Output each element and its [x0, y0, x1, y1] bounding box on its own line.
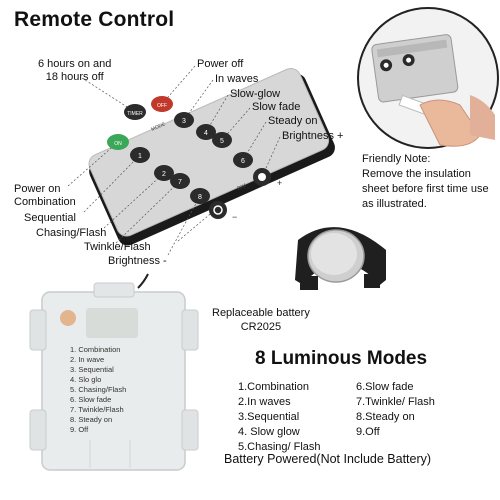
remote-control: TIMER OFF ON MODE DIM + − 1 2 3 4 5 6 7 … [67, 65, 335, 256]
printed-item: 7. Twinkle/Flash [70, 405, 124, 414]
button-3-label: 3 [182, 118, 186, 125]
button-6[interactable] [233, 152, 253, 168]
button-5-label: 5 [220, 138, 224, 145]
on-button-label: ON [114, 141, 122, 147]
timer-button[interactable] [124, 104, 146, 120]
minus-sign: − [232, 212, 237, 222]
button-1-label: 1 [138, 153, 142, 160]
friendly-note: Friendly Note: Remove the insulation she… [362, 153, 489, 210]
off-button-label: OFF [157, 103, 167, 109]
plus-sign: + [277, 178, 282, 188]
mode-item: 3.Sequential [238, 411, 300, 423]
modes-title: 8 Luminous Modes [255, 348, 428, 369]
mode-item: 8.Steady on [356, 411, 415, 423]
coin-battery [295, 227, 386, 290]
off-button[interactable] [151, 96, 173, 112]
button-8-label: 8 [198, 194, 202, 201]
button-1[interactable] [130, 147, 150, 163]
battery-powered-note: Battery Powered(Not Include Battery) [224, 452, 432, 466]
insulation-inset [357, 7, 499, 149]
brightness-minus-label: Brightness - [108, 255, 167, 267]
dim-label: DIM [236, 183, 247, 192]
battery-box-printed-list: 1. Combination 2. In wave 3. Sequential … [70, 345, 126, 435]
printed-item: 3. Sequential [70, 365, 114, 374]
mode-label: MODE [150, 121, 167, 133]
mode-item: 6.Slow fade [356, 381, 414, 393]
mode-item: 5.Chasing/ Flash [238, 441, 321, 453]
chasing-flash-label: Chasing/Flash [36, 227, 107, 239]
slow-glow-label: Slow-glow [230, 88, 281, 100]
printed-item: 6. Slow fade [70, 395, 112, 404]
mode-item: 9.Off [356, 426, 380, 438]
button-5[interactable] [212, 132, 232, 148]
page-title: Remote Control [14, 8, 175, 31]
button-2[interactable] [154, 165, 174, 181]
button-8[interactable] [190, 188, 210, 204]
button-2-label: 2 [162, 171, 166, 178]
printed-item: 2. In wave [70, 355, 105, 364]
brightness-minus-button[interactable] [209, 201, 227, 219]
printed-item: 5. Chasing/Flash [70, 385, 127, 394]
mode-item: 1.Combination [238, 381, 309, 393]
mode-item: 7.Twinkle/ Flash [356, 396, 435, 408]
in-waves-label: In waves [215, 73, 259, 85]
mode-item: 4. Slow glow [238, 426, 300, 438]
modes-right-list: 6.Slow fade 7.Twinkle/ Flash 8.Steady on… [356, 380, 435, 440]
printed-item: 8. Steady on [70, 415, 113, 424]
button-6-label: 6 [241, 158, 245, 165]
battery-box [29, 273, 199, 471]
button-4-label: 4 [204, 130, 208, 137]
brightness-plus-label: Brightness + [282, 130, 344, 142]
battery-label: Replaceable battery CR2025 [212, 307, 310, 333]
printed-item: 9. Off [70, 425, 89, 434]
button-7-label: 7 [178, 179, 182, 186]
printed-item: 1. Combination [70, 345, 121, 354]
sequential-label: Sequential [24, 212, 76, 224]
timer-button-label: TIMER [127, 111, 143, 117]
modes-left-list: 1.Combination 2.In waves 3.Sequential 4.… [238, 380, 321, 455]
button-4[interactable] [196, 124, 216, 140]
twinkle-flash-label: Twinkle/Flash [84, 241, 151, 253]
button-3[interactable] [174, 112, 194, 128]
printed-item: 4. Slo glo [70, 375, 102, 384]
timer-label: 6 hours on and 18 hours off [38, 58, 112, 83]
on-button[interactable] [107, 134, 129, 150]
steady-on-label: Steady on [268, 115, 318, 127]
slow-fade-label: Slow fade [252, 101, 301, 113]
power-on-combination-label: Power on Combination [14, 183, 76, 208]
mode-item: 2.In waves [238, 396, 291, 408]
button-7[interactable] [170, 173, 190, 189]
power-off-label: Power off [197, 58, 244, 70]
